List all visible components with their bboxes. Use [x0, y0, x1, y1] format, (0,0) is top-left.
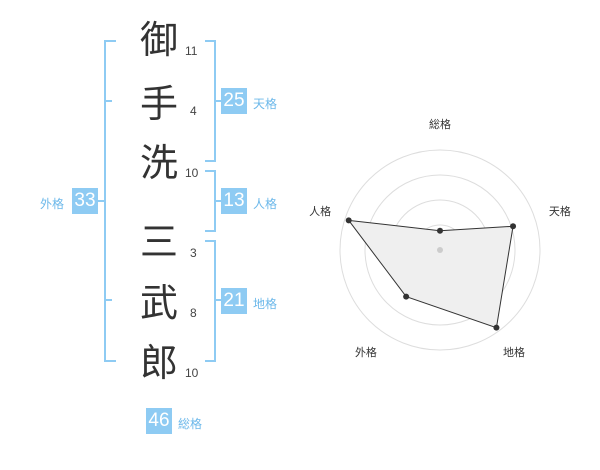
radar-point [493, 324, 500, 331]
chikaku-bracket [205, 240, 216, 362]
strokes-2: 4 [190, 104, 197, 118]
radar-center [437, 247, 443, 253]
tenkaku-connector [214, 100, 222, 102]
soukaku-label: 総格 [178, 417, 203, 431]
chikaku-connector [214, 299, 222, 301]
strokes-1: 11 [185, 44, 198, 58]
gaikaku-bracket-tick [104, 100, 112, 102]
jinkaku-label: 人格 [253, 197, 278, 211]
kanji-6: 郎 [140, 341, 179, 385]
strokes-3: 10 [185, 166, 199, 180]
gaikaku-label: 外格 [40, 197, 65, 211]
strokes-4: 3 [190, 246, 197, 260]
radar-axis-label: 天格 [549, 204, 571, 218]
chikaku-label: 地格 [253, 297, 278, 311]
jinkaku-badge: 13 [221, 188, 247, 214]
kanji-1: 御 [140, 18, 179, 62]
kanji-5: 武 [140, 281, 179, 325]
radar-point [403, 293, 410, 300]
jinkaku-connector [214, 200, 222, 202]
gaikaku-connector [97, 200, 104, 202]
radar-point [437, 227, 443, 234]
tenkaku-badge: 25 [221, 88, 247, 114]
tenkaku-label: 天格 [253, 97, 278, 111]
radar-area [347, 219, 514, 329]
radar-axis-label: 外格 [355, 345, 377, 359]
radar-ring [364, 174, 516, 326]
gaikaku-bracket [104, 40, 116, 362]
kanji-3: 洗 [140, 141, 179, 185]
strokes-6: 10 [185, 366, 199, 380]
kanji-2: 手 [140, 82, 179, 126]
strokes-5: 8 [190, 306, 197, 320]
soukaku-badge: 46 [146, 408, 172, 434]
gaikaku-bracket-tick [104, 299, 112, 301]
radar-point [510, 223, 517, 230]
chikaku-badge: 21 [221, 288, 247, 314]
radar-axis-label: 総格 [429, 117, 451, 131]
radar-axis-label: 人格 [309, 204, 331, 218]
radar-point [345, 217, 352, 224]
gaikaku-badge: 33 [72, 188, 98, 214]
kanji-4: 三 [140, 220, 179, 264]
radar-ring [339, 149, 541, 351]
radar-axis-label: 地格 [503, 345, 525, 359]
